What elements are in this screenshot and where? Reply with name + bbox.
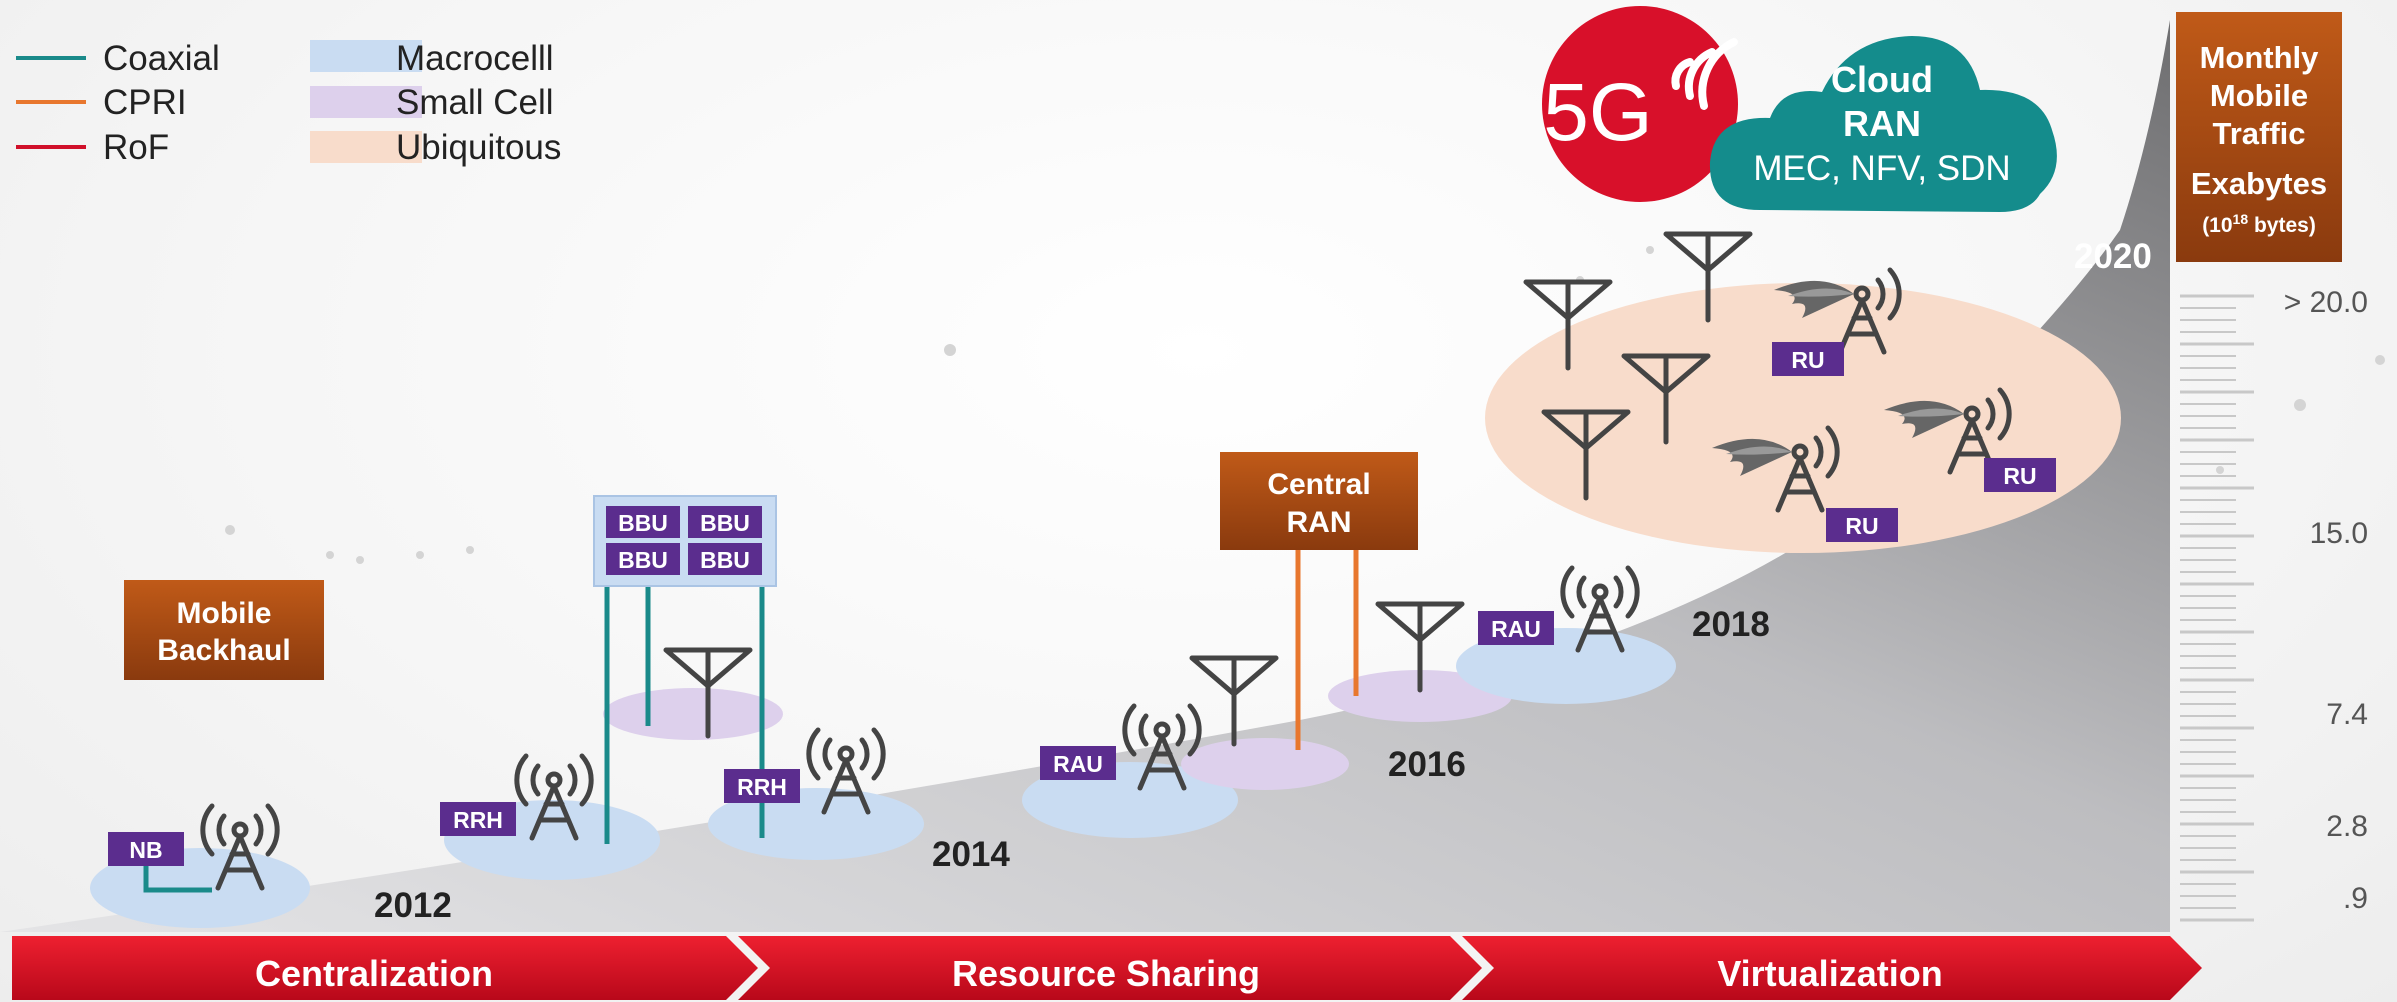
ubiquitous-area-2020: [1485, 283, 2121, 553]
year-2014: 2014: [932, 835, 1010, 874]
svg-text:RRH: RRH: [453, 807, 503, 833]
svg-text:RU: RU: [1791, 347, 1824, 373]
mobile-backhaul-line2: Backhaul: [157, 634, 290, 667]
stage-banner: Centralization Resource Sharing Virtuali…: [12, 936, 2202, 1000]
signal-waves-icon: [1671, 38, 1738, 110]
scale-label-15: 15.0: [2310, 517, 2368, 550]
timeline-years: 2012 2014 2016 2018 2020: [374, 237, 2152, 925]
year-2012: 2012: [374, 886, 452, 925]
legend-item-cpri: CPRI: [16, 83, 187, 122]
svg-text:RU: RU: [2003, 463, 2036, 489]
svg-text:RAU: RAU: [1491, 616, 1541, 642]
rrh-tag-1: RRH: [440, 802, 516, 836]
legend-item-coaxial: Coaxial: [16, 39, 220, 78]
cloud-title-line1: Cloud: [1831, 59, 1933, 100]
traffic-growth-hill: [0, 20, 2170, 932]
central-ran-line2: RAN: [1287, 506, 1352, 539]
svg-text:RRH: RRH: [737, 774, 787, 800]
cloud-title-line2: RAN: [1843, 103, 1921, 144]
year-2020: 2020: [2074, 237, 2152, 276]
svg-text:BBU: BBU: [700, 547, 750, 573]
macrocell-area-2016: [1022, 762, 1238, 838]
cloud-subtitle: MEC, NFV, SDN: [1753, 149, 2010, 188]
bbu-tag-4: BBU: [688, 543, 762, 575]
nb-tag: NB: [108, 832, 184, 866]
ru-tag-3: RU: [1984, 458, 2056, 492]
stage-centralization: [12, 936, 758, 1000]
legend-item-small-cell: Small Cell: [310, 83, 554, 122]
rau-tag-2018: RAU: [1478, 611, 1554, 645]
legend: Coaxial CPRI RoF Macrocelll Small Cell U…: [16, 39, 561, 167]
rau-tag-2016: RAU: [1040, 746, 1116, 780]
scale-label-0-9: .9: [2343, 882, 2368, 915]
svg-text:RAU: RAU: [1053, 751, 1103, 777]
cloud-ran: Cloud RAN MEC, NFV, SDN: [1709, 36, 2057, 212]
traffic-scale: > 20.0 15.0 7.4 2.8 .9: [2180, 286, 2368, 922]
year-2016: 2016: [1388, 745, 1466, 784]
traffic-line1: Monthly: [2200, 40, 2320, 75]
legend-label-cpri: CPRI: [103, 83, 187, 122]
svg-text:RU: RU: [1845, 513, 1878, 539]
legend-label-rof: RoF: [103, 128, 169, 167]
rrh-tag-2: RRH: [724, 769, 800, 803]
legend-item-ubiquitous: Ubiquitous: [310, 128, 561, 167]
smallcell-area-2016: [1181, 738, 1349, 790]
scale-label-7-4: 7.4: [2326, 698, 2368, 731]
svg-text:NB: NB: [129, 837, 162, 863]
ru-tag-1: RU: [1772, 342, 1844, 376]
smallcell-area-2016b: [1328, 670, 1512, 722]
ru-tag-2: RU: [1826, 508, 1898, 542]
scale-label-20: > 20.0: [2284, 286, 2368, 319]
stage-label-centralization: Centralization: [255, 953, 493, 994]
legend-label-coaxial: Coaxial: [103, 39, 220, 78]
cloud-icon: [1709, 36, 2057, 212]
legend-label-macrocell: Macrocelll: [396, 39, 554, 78]
svg-text:BBU: BBU: [618, 510, 668, 536]
stage-resource-sharing: [738, 936, 1482, 1000]
central-ran-box: Central RAN: [1220, 452, 1418, 550]
bbu-pool: BBU BBU BBU BBU: [593, 495, 777, 587]
5g-badge: 5G: [1542, 6, 1738, 202]
traffic-line4: Exabytes: [2191, 166, 2327, 201]
legend-label-small-cell: Small Cell: [396, 83, 554, 122]
mobile-backhaul-line1: Mobile: [177, 597, 272, 630]
stage-label-virtualization: Virtualization: [1717, 953, 1942, 994]
legend-item-rof: RoF: [16, 128, 169, 167]
year-2018: 2018: [1692, 605, 1770, 644]
scale-label-2-8: 2.8: [2326, 810, 2368, 843]
svg-text:BBU: BBU: [700, 510, 750, 536]
cell-sites: NB RRH RRH RAU RAU RU RU RU: [108, 234, 2056, 888]
stage-virtualization: [1462, 936, 2202, 1000]
smallcell-area-2014: [603, 688, 783, 740]
central-ran-line1: Central: [1267, 468, 1370, 501]
stage-label-resource-sharing: Resource Sharing: [952, 953, 1260, 994]
traffic-unit: (1018 bytes): [2202, 211, 2316, 237]
5g-label: 5G: [1543, 67, 1652, 158]
traffic-line3: Traffic: [2212, 116, 2305, 151]
bbu-tag-1: BBU: [606, 506, 680, 538]
bbu-tag-3: BBU: [606, 543, 680, 575]
traffic-line2: Mobile: [2210, 78, 2308, 113]
coax-link-nb: [143, 866, 212, 893]
legend-label-ubiquitous: Ubiquitous: [396, 128, 561, 167]
legend-item-macrocell: Macrocelll: [310, 39, 554, 78]
svg-text:BBU: BBU: [618, 547, 668, 573]
scale-ticks: [2180, 294, 2254, 922]
monthly-traffic-box: Monthly Mobile Traffic Exabytes (1018 by…: [2176, 12, 2342, 262]
mobile-backhaul-box: Mobile Backhaul: [124, 580, 324, 680]
bbu-tag-2: BBU: [688, 506, 762, 538]
